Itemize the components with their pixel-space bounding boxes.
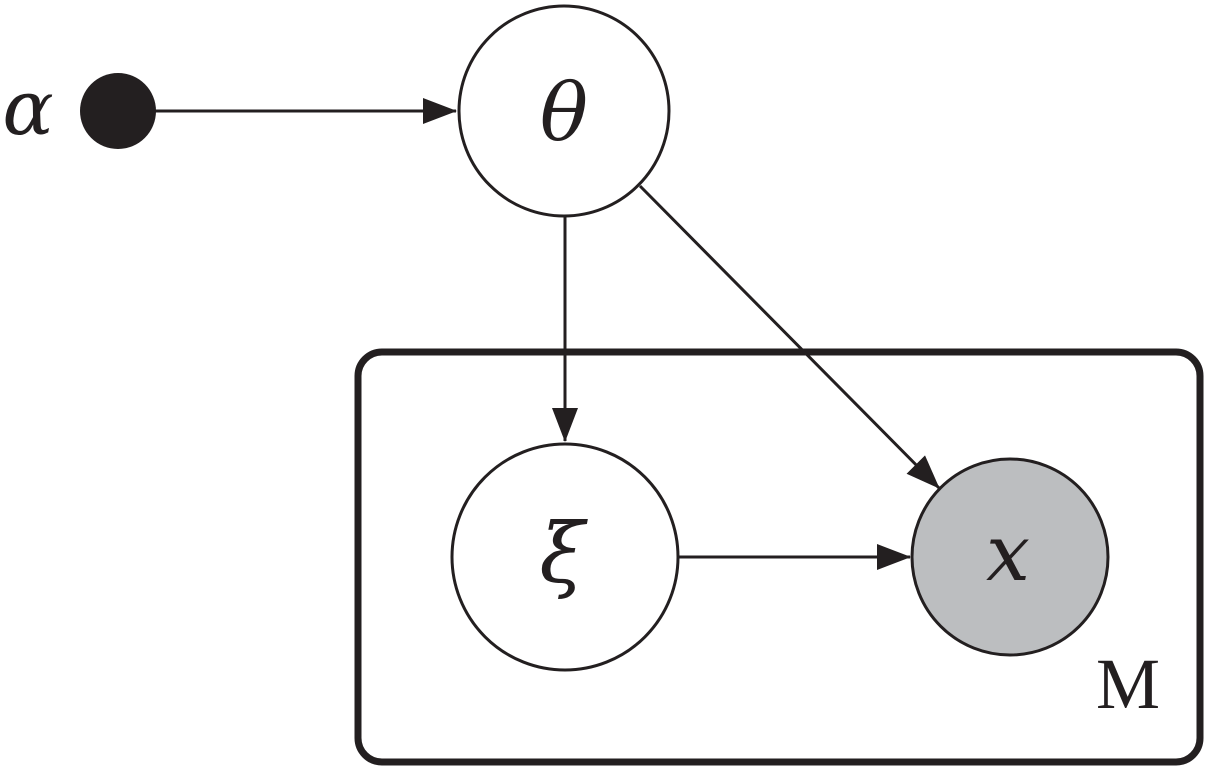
node-alpha [80,73,156,149]
plate-label: M [1096,644,1160,724]
node-theta [457,4,671,218]
edge-theta-x [638,184,941,490]
node-theta-label: θ [540,66,588,159]
node-xi [450,442,680,672]
node-x-label: x [986,509,1030,599]
plate-m [354,348,1204,766]
node-xi-label: ξ [539,507,588,602]
node-alpha-label: α [2,63,53,152]
node-x [910,457,1110,657]
